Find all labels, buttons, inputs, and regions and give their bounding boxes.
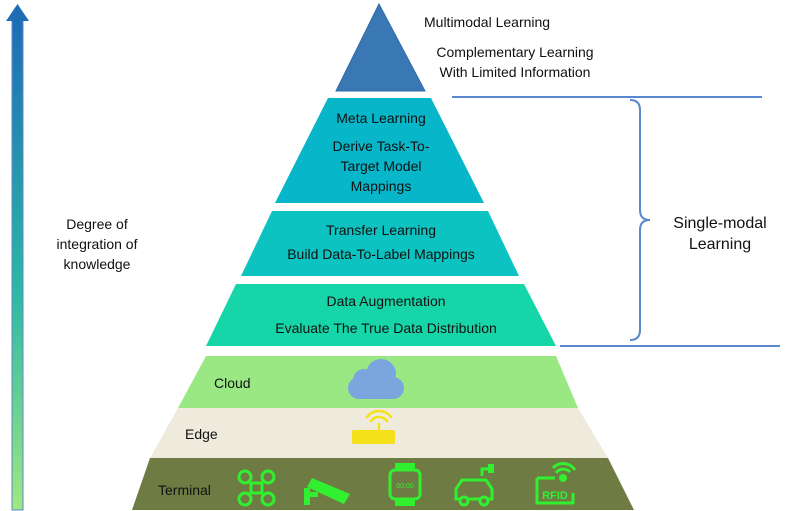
transfer-subtitle: Build Data-To-Label Mappings bbox=[287, 246, 475, 262]
multimodal-title: Multimodal Learning bbox=[424, 14, 551, 30]
augmentation-title: Data Augmentation bbox=[326, 293, 446, 309]
edge-label: Edge bbox=[185, 426, 218, 442]
meta-title: Meta Learning bbox=[336, 110, 426, 126]
multimodal-subtitle-line-2: With Limited Information bbox=[439, 64, 591, 80]
single-modal-bracket bbox=[452, 96, 780, 347]
camera-icon bbox=[304, 478, 350, 505]
axis-label-line-1: Degree of bbox=[66, 216, 128, 232]
terminal-label: Terminal bbox=[158, 482, 211, 498]
cloud-icon bbox=[348, 359, 404, 399]
drone-icon bbox=[237, 469, 276, 507]
transfer-title: Transfer Learning bbox=[326, 222, 436, 238]
cloud-label: Cloud bbox=[214, 375, 251, 391]
meta-subtitle-line-2: Target Model bbox=[340, 158, 422, 174]
single-modal-label-line-2: Learning bbox=[688, 236, 752, 253]
layer-multimodal bbox=[335, 2, 426, 92]
electric-car-icon bbox=[454, 464, 494, 507]
layer-terminal bbox=[132, 458, 634, 510]
augmentation-subtitle: Evaluate The True Data Distribution bbox=[275, 320, 497, 336]
layer-augmentation bbox=[206, 284, 556, 346]
single-modal-label-line-1: Single-modal bbox=[673, 215, 767, 232]
layer-transfer bbox=[241, 211, 519, 276]
smartwatch-time: 00:00 bbox=[396, 483, 414, 490]
rfid-text: RFID bbox=[542, 490, 568, 502]
meta-subtitle-line-1: Derive Task-To- bbox=[332, 138, 430, 154]
knowledge-arrow bbox=[6, 4, 29, 511]
meta-subtitle-line-3: Mappings bbox=[350, 178, 412, 194]
multimodal-subtitle: Complementary Learning With Limited Info… bbox=[420, 42, 610, 82]
axis-label-line-2: integration of bbox=[56, 236, 138, 252]
multimodal-subtitle-line-1: Complementary Learning bbox=[436, 44, 594, 60]
layer-meta bbox=[275, 98, 484, 203]
axis-label: Degree of integration of knowledge bbox=[38, 214, 156, 274]
wifi-router-icon bbox=[352, 409, 395, 444]
axis-label-line-3: knowledge bbox=[63, 256, 131, 272]
single-modal-label: Single-modal Learning bbox=[665, 213, 775, 255]
meta-subtitle: Derive Task-To- Target Model Mappings bbox=[321, 136, 441, 196]
rfid-icon: RFID bbox=[535, 462, 577, 505]
smartwatch-icon: 00:00 bbox=[388, 463, 422, 506]
